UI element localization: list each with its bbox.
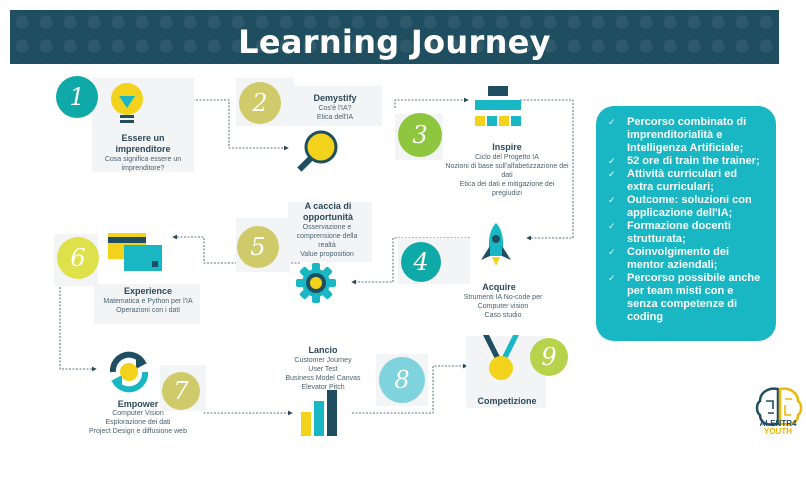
highlights-list: ✓Percorso combinato di imprenditorialità… [606,116,766,324]
step-desc-3: Ciclo del Progetto IA Nozioni di base su… [445,154,569,197]
highlight-item: ✓Percorso possibile anche per team misti… [608,272,761,323]
check-icon: ✓ [608,117,616,127]
magnifier-icon [297,130,338,172]
highlight-item: ✓Coinvolgimento dei mentor aziendali; [608,246,730,271]
check-icon: ✓ [608,195,616,205]
step-number-2: 2 [239,82,281,124]
connector-2-3 [394,97,469,108]
check-icon: ✓ [608,247,616,257]
check-icon: ✓ [608,169,616,179]
step-number-9: 9 [530,338,568,376]
step-title-5: A caccia di opportunità [303,201,353,222]
step-number-3: 3 [398,113,442,157]
step-title-7: Empower [117,399,159,409]
step-desc-8: Customer Journey User Test Business Mode… [285,357,361,391]
gear-icon [296,263,336,303]
step-desc-6: Matematica e Python per l'IA Operazioni … [103,298,193,314]
highlight-item: ✓Percorso combinato di imprenditorialità… [608,116,747,154]
highlights-box: ✓Percorso combinato di imprenditorialità… [596,106,776,341]
brain-icon [755,387,803,426]
step-card-6b [94,284,200,324]
step-number-4: 4 [401,242,441,282]
title-banner: Learning Journey [10,10,779,64]
step-desc-4: Strumenti IA No-code per Computer vision… [463,294,543,319]
check-icon: ✓ [608,156,616,166]
connector-8-9 [352,363,468,414]
cards-icon [108,233,162,271]
rocket-icon [481,223,511,266]
medal-icon [483,335,519,380]
refresh-icon [109,351,149,393]
connector-5-6 [172,234,300,264]
step-card-5b [288,202,372,262]
step-title-6: Experience [123,286,173,296]
hierarchy-icon [475,86,521,126]
step-title-8: Lancio [308,345,338,355]
page-title: Learning Journey [238,23,551,61]
brand-logo-text: AI-ENTR4 YOUTH [759,419,797,436]
step-number-8: 8 [379,357,425,403]
step-card-2b [290,86,382,126]
step-number-5: 5 [237,226,279,268]
step-number-1: 1 [56,76,98,118]
step-title-2: Demystify [313,93,357,103]
connector-1-2 [161,99,289,151]
highlight-item: ✓Outcome: soluzioni con applicazione del… [608,194,752,219]
highlight-item: ✓52 ore di train the trainer; [608,155,760,167]
step-desc-5: Osservazione e comprensione della realtà… [296,224,358,258]
lightbulb-icon [111,83,143,123]
step-title-4: Acquire [482,282,516,292]
highlight-item: ✓Attività curriculari ed extra curricula… [608,168,738,193]
bar-chart-icon [301,390,337,436]
step-card-1 [92,78,194,172]
highlight-item: ✓Formazione docenti strutturata; [608,220,731,245]
connector-3-4 [520,99,574,241]
step-desc-1: Cosa significa essere un imprenditore? [104,156,182,172]
connector-6-7 [59,287,97,372]
step-title-9: Competizione [477,396,537,406]
check-icon: ✓ [608,221,616,231]
step-number-6: 6 [57,237,99,279]
step-number-7: 7 [162,372,200,410]
step-title-3: Inspire [492,142,522,152]
step-desc-7: Computer Vision Esplorazione dei dati Pr… [89,410,187,435]
step-title-1: Essere un imprenditore [115,133,171,154]
check-icon: ✓ [608,273,616,283]
step-desc-2: Cos'è l'IA? Etica dell'IA [316,105,354,121]
